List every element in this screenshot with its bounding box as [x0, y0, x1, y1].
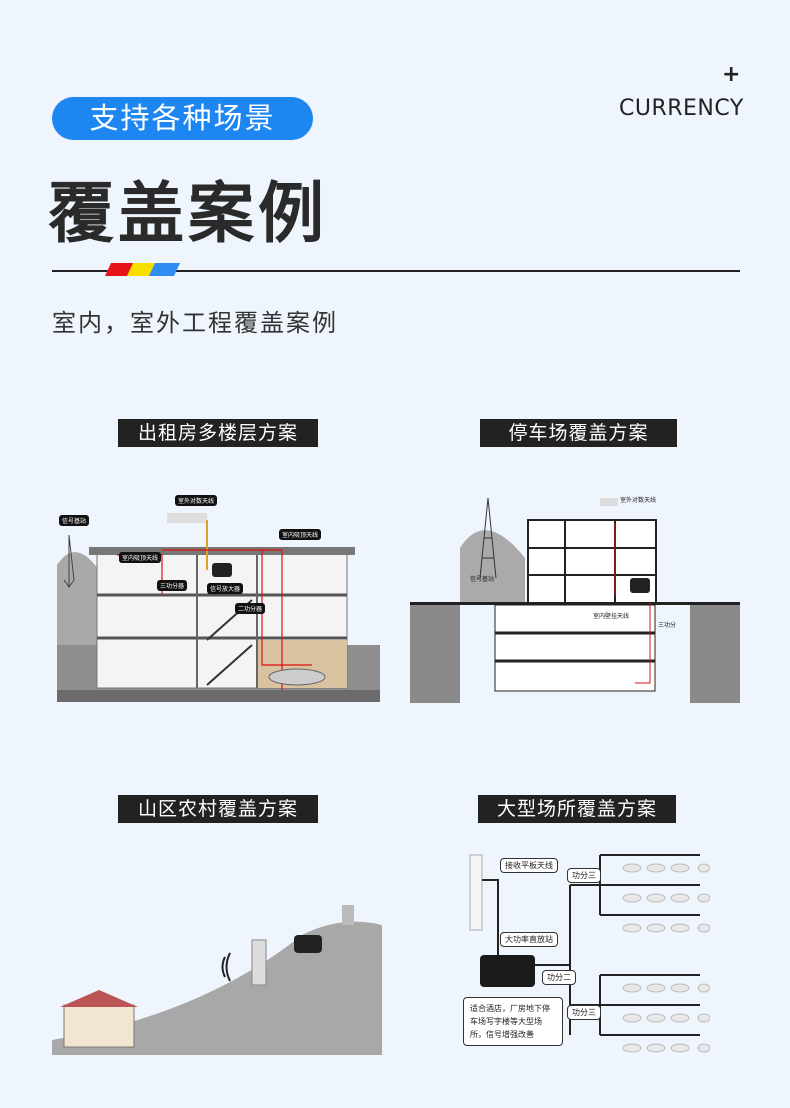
label-panel-antenna: 接收平板天线	[500, 858, 558, 873]
scenario-badge: 支持各种场景	[52, 97, 313, 140]
label-ceiling-antenna: 室内吸顶天线	[279, 529, 322, 540]
label-repeater: 大功率直放站	[500, 932, 558, 947]
caption-large-venue: 大型场所覆盖方案	[478, 795, 676, 823]
caption-rental: 出租房多楼层方案	[118, 419, 318, 447]
label-split3-bottom: 功分三	[567, 1005, 601, 1020]
caption-rural: 山区农村覆盖方案	[118, 795, 318, 823]
label-wall-antenna: 室内壁挂天线	[593, 613, 630, 620]
label-split2: 功分二	[542, 970, 576, 985]
label-base-station: 信号基站	[59, 515, 90, 526]
label-base-station: 信号基站	[470, 576, 495, 583]
diagram-rental-building: 信号基站 室外对数天线 室内吸顶天线 室内吸顶天线 三功分器 二功分器 信号放大…	[57, 495, 380, 705]
stripe-blue	[148, 263, 181, 276]
currency-label: CURRENCY	[619, 96, 744, 121]
usage-note: 适合酒店，厂房地下停车场写字楼等大型场所，信号增强改善	[463, 997, 563, 1046]
building-illustration	[57, 513, 380, 702]
subtitle: 室内，室外工程覆盖案例	[52, 309, 338, 337]
label-splitter: 三功分	[658, 622, 677, 629]
divider	[52, 270, 740, 272]
label-outdoor-antenna: 室外对数天线	[175, 495, 218, 506]
parking-illustration	[410, 497, 740, 703]
diagram-parking: 信号基站 室外对数天线 室内壁挂天线 三功分	[410, 478, 740, 703]
label-outdoor-antenna: 室外对数天线	[620, 497, 657, 504]
page-title: 覆盖案例	[48, 175, 328, 252]
label-splitter-3: 三功分器	[157, 580, 188, 591]
diagram-rural	[52, 895, 382, 1060]
diagram-large-venue: 接收平板天线 大功率直放站 功分三 功分二 功分三 适合酒店，厂房地下停车场写字…	[460, 850, 711, 1060]
caption-parking: 停车场覆盖方案	[480, 419, 677, 447]
large-venue-illustration	[469, 854, 711, 1053]
label-ceiling-antenna-2: 室内吸顶天线	[119, 552, 162, 563]
plus-icon: +	[722, 62, 741, 87]
label-splitter-2: 二功分器	[235, 603, 266, 614]
label-amplifier: 信号放大器	[207, 583, 244, 594]
rural-illustration	[52, 905, 382, 1055]
label-split3-top: 功分三	[567, 868, 601, 883]
